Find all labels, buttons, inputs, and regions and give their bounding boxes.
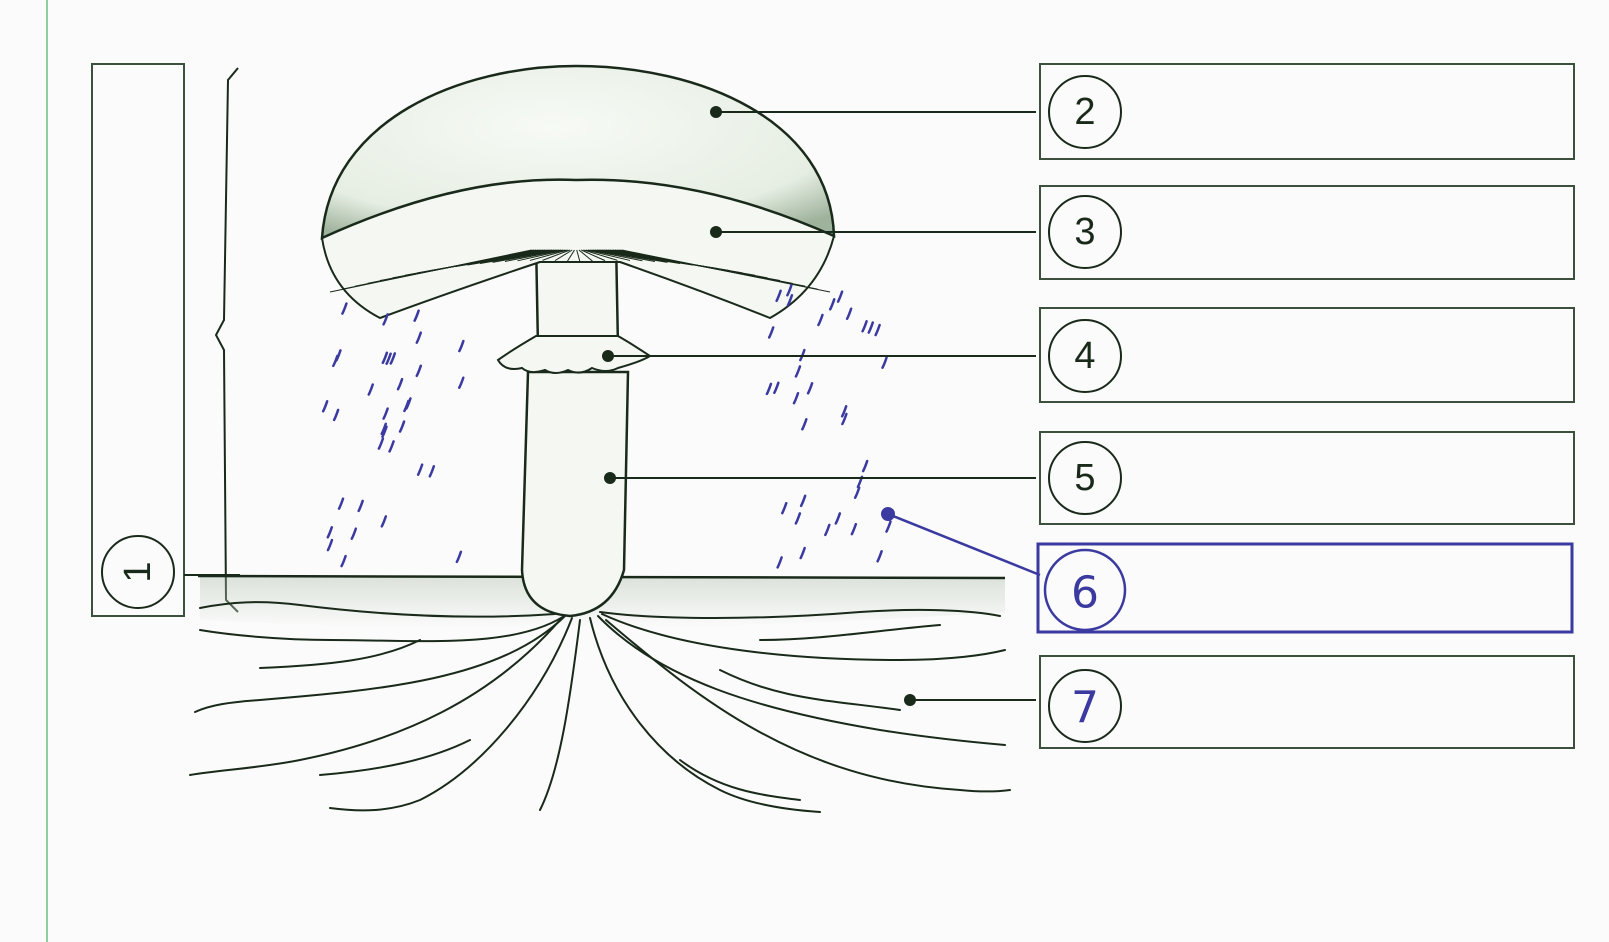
label-box-4[interactable]: 4: [1040, 308, 1574, 402]
spore-stroke: [863, 321, 867, 331]
spore-stroke: [352, 529, 356, 539]
spore-stroke: [801, 496, 805, 506]
spore-stroke: [328, 540, 332, 550]
label-number-7: 7: [1071, 683, 1099, 734]
spore-stroke: [801, 548, 805, 558]
spore-stroke: [342, 304, 346, 314]
spore-stroke: [855, 488, 859, 498]
spore-stroke: [383, 353, 387, 363]
label-number-1: 1: [117, 561, 159, 582]
spore-stroke: [782, 503, 786, 513]
spore-stroke: [878, 551, 882, 561]
spore-stroke: [836, 513, 840, 523]
spore-stroke: [400, 422, 404, 432]
label-box-6[interactable]: 6: [1038, 544, 1572, 632]
label-number-3: 3: [1074, 211, 1095, 253]
ring: [498, 336, 650, 373]
spore-stroke: [459, 378, 463, 388]
spore-stroke: [769, 327, 773, 337]
spore-stroke: [778, 557, 782, 567]
spore-stroke: [384, 409, 388, 419]
spore-stroke: [390, 441, 394, 451]
label-box-7[interactable]: 7: [1040, 656, 1574, 748]
spore-stroke: [808, 383, 812, 393]
spore-stroke: [830, 299, 834, 309]
mycelium: [190, 602, 1010, 812]
label-number-4: 4: [1074, 335, 1095, 377]
spore-stroke: [767, 384, 771, 394]
spore-stroke: [418, 465, 422, 475]
spore-stroke: [417, 366, 421, 376]
spore-stroke: [796, 366, 800, 376]
spore-stroke: [818, 315, 822, 325]
spore-stroke: [886, 522, 890, 532]
label-box-3[interactable]: 3: [1040, 186, 1574, 279]
spore-stroke: [459, 341, 463, 351]
spore-stroke: [794, 393, 798, 403]
label-box-5[interactable]: 5: [1040, 432, 1574, 524]
spore-stroke: [369, 385, 373, 395]
label-box-1[interactable]: 1: [92, 64, 184, 616]
spore-stroke: [838, 292, 842, 302]
spore-stroke: [379, 439, 383, 449]
spore-stroke: [323, 401, 327, 411]
spore-stroke: [852, 524, 856, 534]
spore-stroke: [883, 358, 887, 368]
spore-stroke: [415, 311, 419, 321]
spore-stroke: [825, 525, 829, 535]
spore-stroke: [342, 556, 346, 566]
spore-stroke: [863, 461, 867, 471]
label-number-5: 5: [1074, 457, 1095, 499]
spore-stroke: [382, 516, 386, 526]
spore-stroke: [869, 323, 873, 333]
spore-stroke: [774, 383, 778, 393]
bracket: [216, 68, 238, 612]
stalk: [522, 372, 628, 616]
spore-stroke: [876, 325, 880, 335]
spore-stroke: [457, 552, 461, 562]
label-number-6: 6: [1071, 568, 1099, 619]
spore-stroke: [328, 527, 332, 537]
spore-stroke: [796, 513, 800, 523]
spore-stroke: [430, 466, 434, 476]
spore-stroke: [417, 333, 421, 343]
spore-stroke: [359, 501, 363, 511]
spore-stroke: [847, 309, 851, 319]
spore-stroke: [334, 410, 338, 420]
label-box-2[interactable]: 2: [1040, 64, 1574, 159]
spore-stroke: [398, 379, 402, 389]
label-number-2: 2: [1074, 91, 1095, 133]
spore-stroke: [339, 499, 343, 509]
spore-stroke: [802, 419, 806, 429]
